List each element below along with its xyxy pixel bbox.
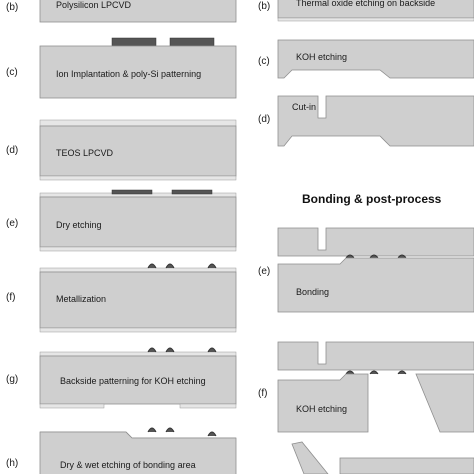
wafer-koh-etched: [277, 39, 474, 79]
left-step-g: (g) Backside patterning for KOH etching: [6, 347, 237, 409]
wafer: [339, 457, 474, 474]
wafer: [39, 271, 237, 329]
right-step-e: (e) Bonding: [258, 227, 474, 313]
backside-mask-right: [179, 403, 237, 409]
tilted-wafer-fragment: [291, 441, 329, 474]
bond-contacts: [345, 370, 407, 375]
wafer: [39, 45, 237, 99]
step-label: Cut-in: [292, 102, 316, 112]
metal-contacts: [147, 427, 217, 437]
bottom-wafer-left: [277, 373, 369, 433]
step-label: Dry & wet etching of bonding area: [60, 460, 196, 470]
step-letter: (d): [6, 145, 18, 156]
right-step-g-partial: [291, 441, 474, 474]
step-letter: (b): [258, 1, 270, 12]
step-letter: (c): [258, 56, 270, 67]
step-letter: (d): [258, 114, 270, 125]
oxide-layer: [39, 267, 237, 273]
left-step-h: (h) Dry & wet etching of bonding area: [6, 427, 237, 474]
oxide-layer-bottom: [39, 246, 237, 252]
metal-contacts: [147, 263, 217, 269]
step-letter: (e): [6, 218, 18, 229]
step-label: Dry etching: [56, 220, 102, 230]
step-label: Backside patterning for KOH etching: [60, 376, 206, 386]
backside-mask-left: [39, 403, 105, 409]
teos-layer: [39, 119, 237, 127]
wafer-cut-in: [277, 95, 474, 147]
step-label: KOH etching: [296, 52, 347, 62]
left-step-d: (d) TEOS LPCVD: [6, 119, 237, 181]
right-step-d: (d) Cut-in: [258, 95, 474, 147]
step-label: Metallization: [56, 294, 106, 304]
right-step-f: (f) KOH etching: [258, 341, 474, 433]
step-letter: (c): [6, 67, 18, 78]
wafer: [39, 196, 237, 248]
poly-pad-left: [111, 189, 153, 195]
step-letter: (g): [6, 374, 18, 385]
oxide-layer: [39, 351, 237, 357]
bottom-wafer: [277, 257, 474, 313]
step-label: Ion Implantation & poly-Si patterning: [56, 69, 201, 79]
poly-pad-left: [111, 37, 157, 47]
top-wafer: [277, 341, 474, 371]
left-step-b: (b) Polysilicon LPCVD: [6, 0, 237, 23]
left-step-f: (f) Metallization: [6, 263, 237, 333]
metal-contacts: [147, 347, 217, 353]
wafer: [39, 431, 237, 474]
top-wafer: [277, 227, 474, 257]
right-step-b: (b) Thermal oxide etching on backside: [258, 0, 474, 22]
oxide-layer-bottom: [277, 17, 474, 22]
teos-layer-bottom: [39, 175, 237, 181]
step-letter: (b): [6, 2, 18, 13]
left-step-c: (c) Ion Implantation & poly-Si patternin…: [6, 37, 237, 99]
step-label: KOH etching: [296, 404, 347, 414]
step-label: Thermal oxide etching on backside: [296, 0, 435, 8]
step-label: TEOS LPCVD: [56, 148, 114, 158]
step-letter: (f): [6, 292, 15, 303]
step-label: Polysilicon LPCVD: [56, 0, 132, 10]
poly-pad-right: [169, 37, 215, 47]
section-heading: Bonding & post-process: [302, 192, 442, 206]
poly-pad-right: [171, 189, 213, 195]
step-label: Bonding: [296, 287, 329, 297]
step-letter: (e): [258, 266, 270, 277]
step-letter: (h): [6, 458, 18, 469]
step-letter: (f): [258, 388, 267, 399]
bond-contacts: [345, 254, 407, 259]
wafer: [39, 0, 237, 23]
oxide-layer-bottom: [39, 327, 237, 333]
left-step-e: (e) Dry etching: [6, 189, 237, 252]
bottom-wafer-right: [415, 373, 474, 433]
right-step-c: (c) KOH etching: [258, 39, 474, 79]
wafer: [39, 355, 237, 405]
